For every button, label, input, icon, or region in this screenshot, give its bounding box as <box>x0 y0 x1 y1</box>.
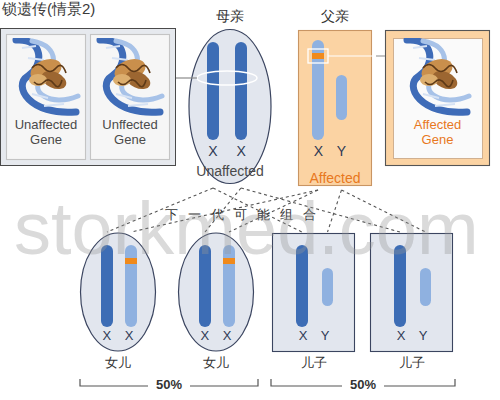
node-outline <box>294 8 376 190</box>
father-box: 父亲X YAffected <box>294 8 376 190</box>
affected-gene-card: Affected Gene <box>385 30 490 166</box>
inner-panel <box>394 39 483 159</box>
chromosome-label: X X <box>78 329 158 344</box>
chromosome-label: X X <box>176 329 256 344</box>
inheritance-line <box>341 190 425 232</box>
diagram-title: 锁遗传(情景2) <box>2 0 95 17</box>
gene-card: Unaffected Gene <box>6 34 86 160</box>
parent-label: 母亲 <box>186 8 274 24</box>
inheritance-line <box>328 190 342 232</box>
inheritance-line <box>213 188 302 232</box>
child-label: 儿子 <box>369 356 455 371</box>
gene-label: Unffected Gene <box>90 118 170 148</box>
chromosome-label: X Y <box>271 329 357 344</box>
status-label: Unaffected <box>186 163 274 179</box>
mother-oval: 母亲 X X Unaffected <box>186 8 274 188</box>
box-outline <box>91 35 170 160</box>
inheritance-line <box>205 188 241 232</box>
parent-label: 父亲 <box>294 8 376 24</box>
leader-line <box>376 55 385 56</box>
child-label: 儿子 <box>271 356 357 371</box>
oval-outline <box>189 30 271 184</box>
chromosome-label: X Y <box>289 143 371 159</box>
node-outline <box>186 8 274 188</box>
child-label: 女儿 <box>176 356 256 371</box>
gene-label: Affected Gene <box>397 118 478 148</box>
inheritance-line <box>229 190 318 232</box>
percentage-label: 50% <box>148 378 190 393</box>
inheritance-line <box>107 188 213 232</box>
child-label: 女儿 <box>78 356 158 371</box>
box-outline <box>299 31 372 186</box>
box-outline <box>386 31 490 166</box>
gene-card: Unffected Gene <box>90 34 170 160</box>
chromosome-label: X Y <box>369 329 455 344</box>
status-label: Affected <box>294 170 376 186</box>
gene-panel-frame <box>1 29 176 166</box>
gene-label: Unaffected Gene <box>6 118 86 148</box>
inheritance-line <box>131 190 318 232</box>
percentage-label: 50% <box>342 378 384 393</box>
box-outline <box>7 35 86 160</box>
chromosome-label: X X <box>183 143 271 159</box>
inheritance-line <box>241 188 400 232</box>
watermark: storkmed.com <box>14 186 500 271</box>
